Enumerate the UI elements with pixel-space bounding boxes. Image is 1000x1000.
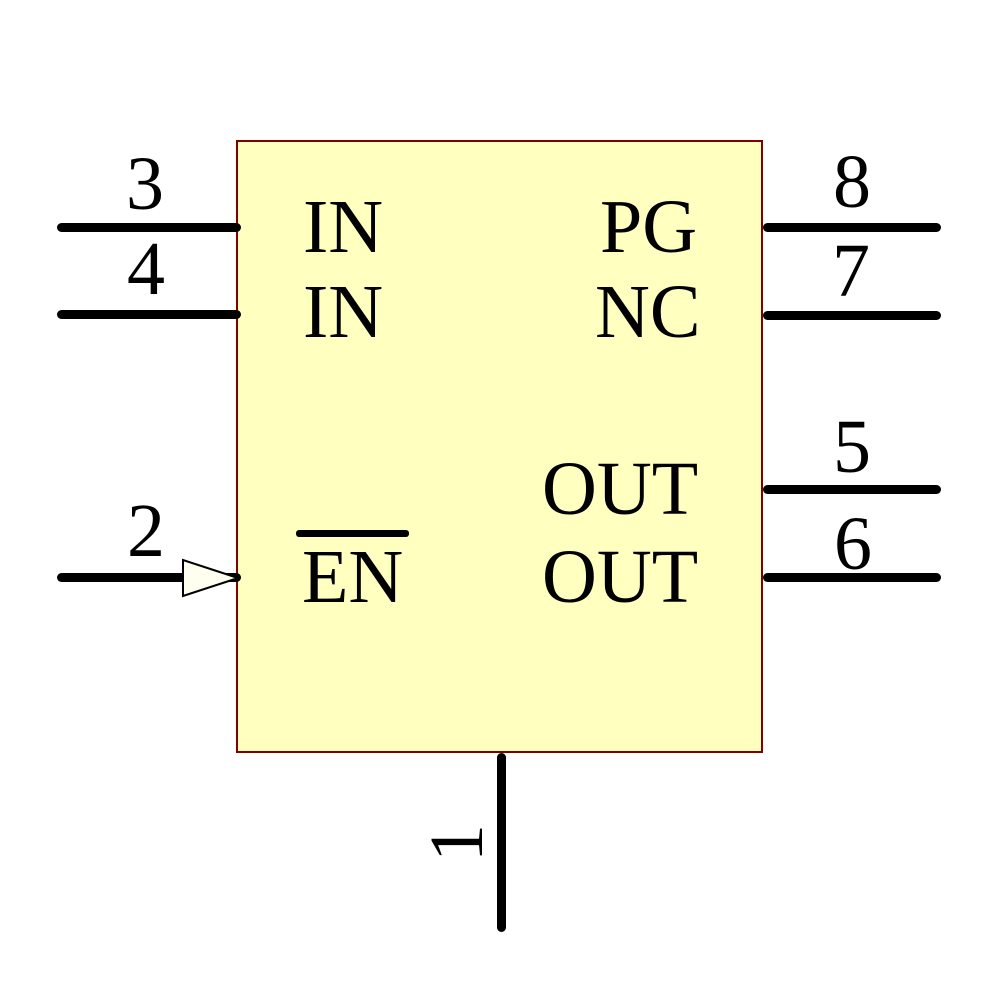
- component-body[interactable]: [236, 140, 763, 753]
- pin-4-label: IN: [303, 270, 384, 354]
- pin-7-number: 7: [832, 229, 870, 313]
- pin-3-line[interactable]: [57, 223, 241, 232]
- pin-3-number: 3: [126, 142, 164, 226]
- pin-8-label: PG: [600, 185, 698, 269]
- pin-1-number: 1: [415, 824, 499, 862]
- pin-5-label: OUT: [542, 447, 699, 531]
- pin-5-line[interactable]: [763, 485, 941, 494]
- pin-8-line[interactable]: [763, 223, 941, 232]
- pin-7-line[interactable]: [763, 311, 941, 320]
- pin-4-number: 4: [127, 227, 165, 311]
- pin-2-label: EN: [302, 535, 404, 619]
- pin-8-number: 8: [833, 140, 871, 224]
- pin-2-number: 2: [127, 489, 165, 573]
- pin-3-label: IN: [303, 185, 384, 269]
- pin-6-line[interactable]: [763, 573, 941, 582]
- pin-5-number: 5: [833, 405, 871, 489]
- pin-6-label: OUT: [542, 535, 699, 619]
- pin-2-active-low-overbar: [296, 530, 409, 537]
- pin-6-number: 6: [834, 502, 872, 586]
- pin-1-line[interactable]: [497, 753, 506, 932]
- pin-2-invert-arrow-icon: [182, 558, 241, 598]
- pin-7-label: NC: [595, 270, 701, 354]
- pin-4-line[interactable]: [57, 310, 241, 319]
- pin-2-line[interactable]: [57, 573, 241, 582]
